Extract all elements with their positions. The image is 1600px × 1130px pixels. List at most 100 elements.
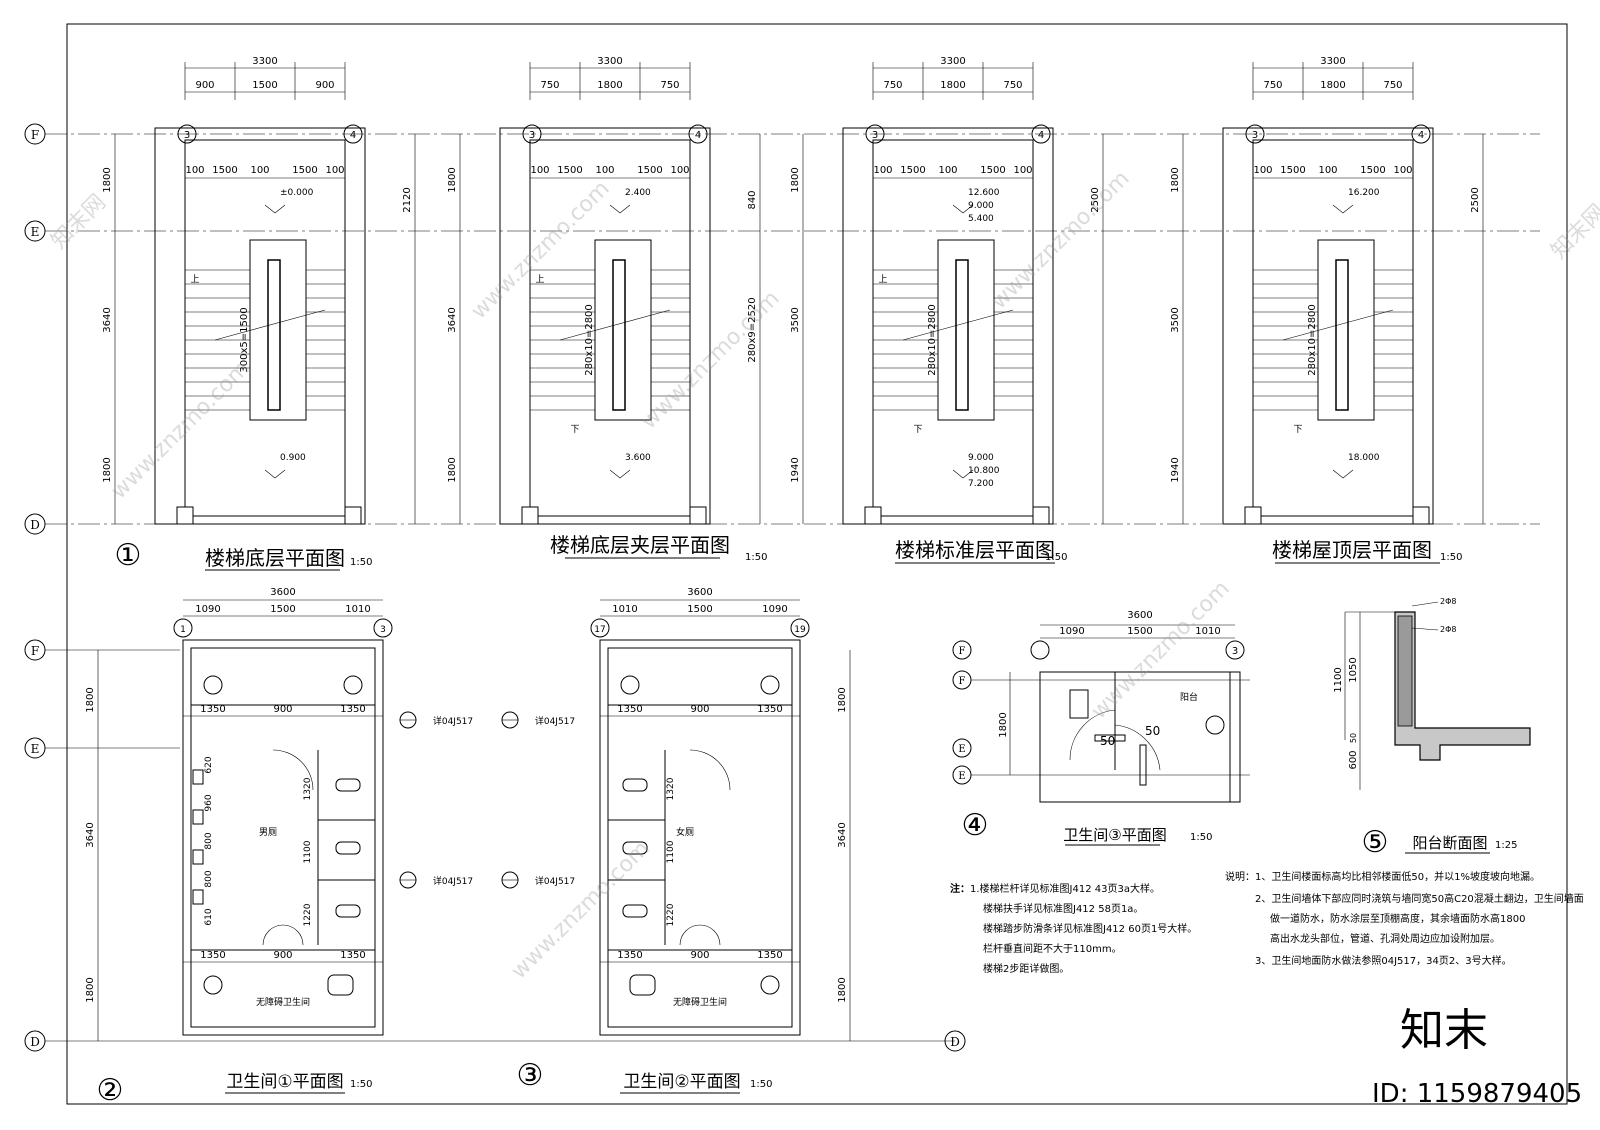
dimension-label: 无障碍卫生间 (256, 996, 310, 1008)
squat-toilet (335, 904, 361, 918)
dimension-label: 620 (204, 756, 214, 773)
axis-bubble (590, 618, 610, 638)
dimension-label: 750 (540, 80, 559, 91)
dimension-label: 3600 (687, 587, 712, 598)
level-marker (952, 204, 974, 214)
svg-text:F: F (31, 128, 39, 142)
svg-text:知末网: 知末网 (1547, 200, 1600, 264)
squat-toilet (335, 778, 361, 792)
dimension-label: 1010 (345, 604, 370, 615)
column (689, 506, 707, 525)
dimension-label: 280x9=2520 (747, 297, 758, 362)
dimension-label: 4 (1038, 130, 1044, 141)
dimension-label: 1350 (617, 950, 642, 961)
dimension-label: 800 (204, 832, 214, 849)
balcony-section: 1100 1050 600 50 2Φ8 2Φ8 (1333, 597, 1531, 790)
toilet-outer-wall (182, 639, 384, 1036)
dimension-label: 1500 (900, 165, 925, 176)
dimension-label: 3300 (1320, 56, 1345, 67)
dimension-label: 1800 (102, 167, 113, 192)
dimension-label: 100 (873, 165, 892, 176)
dimension-label: 100 (1013, 165, 1032, 176)
level-marker (1332, 469, 1354, 479)
stair-plan-1-scale: 1:50 (350, 557, 372, 568)
axis-bubble (173, 618, 193, 638)
door-swing (679, 924, 701, 946)
dimension-label: 1100 (303, 840, 313, 863)
svg-text:3: 3 (1232, 646, 1238, 657)
dimension-label: 1800 (85, 687, 96, 712)
svg-text:楼梯踏步防滑条详见标准图J412 60页1号大样。: 楼梯踏步防滑条详见标准图J412 60页1号大样。 (983, 922, 1197, 935)
dimension-label: 上 (878, 274, 887, 285)
dimension-label: 1350 (200, 950, 225, 961)
dimension-label: 750 (1263, 80, 1282, 91)
dimension-label: 280x10=2800 (1307, 304, 1318, 376)
level-marker (264, 469, 286, 479)
dimension-label: 1800 (102, 457, 113, 482)
dimension-label: 1320 (303, 777, 313, 800)
stair-inner-wall (1252, 139, 1414, 517)
toilet-1-title: 卫生间①平面图 (226, 1072, 343, 1092)
dimension-label: 3300 (940, 56, 965, 67)
axis-D-top: D (24, 513, 1540, 535)
dimension-label: 750 (1383, 80, 1402, 91)
dimension-label: 2.400 (625, 188, 651, 198)
dimension-label: 下 (913, 425, 922, 435)
dimension-label: 1500 (980, 165, 1005, 176)
dimension-label: 1500 (1280, 165, 1305, 176)
dimension-label: 1350 (200, 704, 225, 715)
stair-plan-3-scale: 1:50 (1045, 552, 1067, 563)
dimension-label: 0.900 (280, 453, 306, 463)
svg-text:E: E (31, 225, 40, 239)
dimension-label: 610 (204, 908, 214, 925)
dimension-label: 3 (872, 130, 878, 141)
stair-inner-wall (184, 139, 346, 517)
handrail (612, 259, 626, 411)
dimension-label: 女厕 (676, 826, 694, 838)
dimension-label: 3 (1252, 130, 1258, 141)
svg-text:1050: 1050 (1348, 657, 1359, 682)
svg-text:www.znzmo.com: www.znzmo.com (637, 286, 785, 434)
dimension-label: 1350 (340, 704, 365, 715)
toilet-inner-wall (190, 647, 376, 1028)
toilet-3-title: 卫生间③平面图 (1063, 826, 1166, 844)
dimension-label: 3640 (102, 307, 113, 332)
dimension-label: 750 (1003, 80, 1022, 91)
dimension-label: 上 (190, 274, 199, 285)
dimension-label: 3.600 (625, 453, 651, 463)
toilet-2-scale: 1:50 (750, 1079, 772, 1090)
svg-text:1100: 1100 (1333, 667, 1344, 692)
column (1032, 506, 1050, 525)
dimension-label: 2500 (1090, 187, 1101, 212)
dimension-label: 3640 (837, 822, 848, 847)
handrail (1335, 259, 1349, 411)
axis-bubble (790, 618, 810, 638)
dimension-label: 详04J517 (535, 875, 575, 887)
squat-toilet (622, 904, 648, 918)
toilet-3-plan: 3600 1090 1500 1010 3 F F E E 50 50 阳台 1… (952, 610, 1250, 803)
svg-text:楼梯2步距详做图。: 楼梯2步距详做图。 (983, 962, 1069, 975)
dimension-label: 2500 (1470, 187, 1481, 212)
svg-text:50: 50 (1349, 733, 1358, 743)
axis-F-bottom: F (24, 639, 180, 661)
dimension-label: 2120 (402, 187, 413, 212)
door-swing (689, 749, 731, 791)
column (1412, 506, 1430, 525)
svg-text:1500: 1500 (1127, 626, 1152, 637)
dimension-label: 3500 (1170, 307, 1181, 332)
dimension-label: 900 (315, 80, 334, 91)
level-marker (1332, 204, 1354, 214)
dimension-label: 3 (184, 130, 190, 141)
dimension-label: 1350 (340, 950, 365, 961)
squat-toilet (622, 841, 648, 855)
svg-text:注：: 注： (950, 882, 970, 895)
stair-plan-4-title: 楼梯屋顶层平面图 (1272, 538, 1432, 562)
toilet-2-number: ③ (517, 1058, 544, 1093)
svg-text:50: 50 (1145, 724, 1160, 738)
axis-bubble (373, 618, 393, 638)
dimension-label: 1940 (790, 457, 801, 482)
